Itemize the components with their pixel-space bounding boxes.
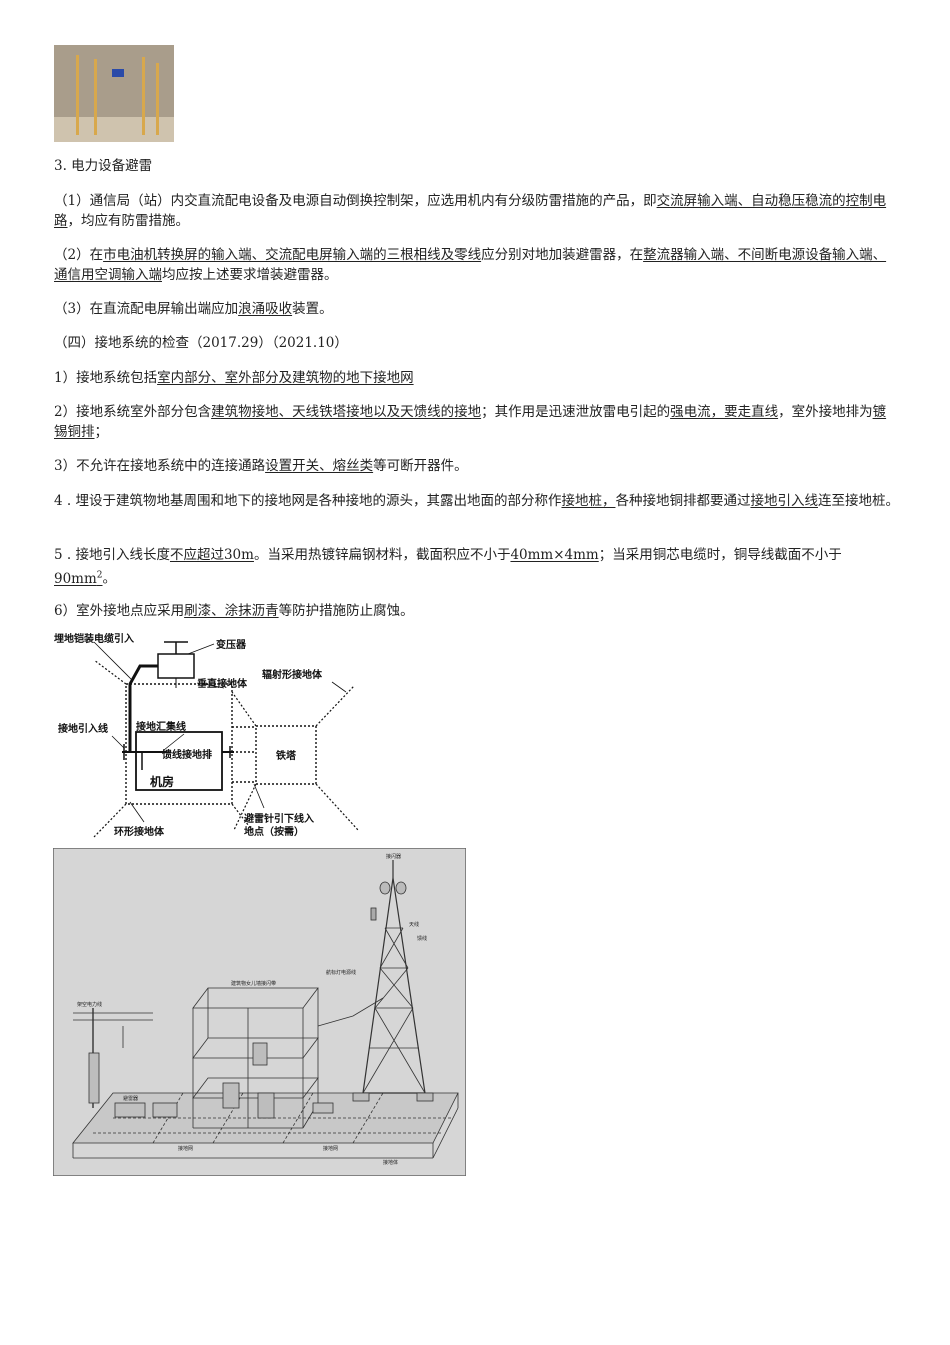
list-item-4: 4 . 埋设于建筑物地基周围和地下的接地网是各种接地的源头，其露出地面的部分称作… xyxy=(54,493,899,509)
label-ground-net-2: 接地网 xyxy=(323,1145,338,1152)
list-item-6: 6）室外接地点应采用刷漆、涂抹沥青等防护措施防止腐蚀。 xyxy=(54,603,414,619)
label-earth-body: 接地体 xyxy=(383,1159,398,1166)
list-item-5: 5 . 接地引入线长度不应超过30m。当采用热镀锌扁钢材料，截面积应不小于40m… xyxy=(54,547,842,587)
list-item-3: 3）不允许在接地系统中的连接通路设置开关、熔丝类等可断开器件。 xyxy=(54,458,468,474)
site-lightning-protection-drawing: 接闪器 天线 馈线 建筑物女儿墙接闪带 航标灯电源线 架空电力线 避雷器 接地网… xyxy=(53,848,466,1176)
list-item-2: 2）接地系统室外部分包含建筑物接地、天线铁塔接地以及天馈线的接地；其作用是迅速泄… xyxy=(54,404,887,440)
label-feeder-bar: 馈线接地排 xyxy=(161,748,212,761)
paragraph-1: （1）通信局（站）内交直流配电设备及电源自动倒换控制架，应选用机内有分级防雷措施… xyxy=(54,193,887,229)
label-ground-net-1: 接地网 xyxy=(178,1145,193,1152)
label-lightning-down-1: 避雷针引下线入 xyxy=(243,812,314,825)
label-feeder: 馈线 xyxy=(417,935,427,942)
label-lightning-down-2: 地点（按需） xyxy=(244,825,304,838)
label-antenna: 天线 xyxy=(409,921,419,928)
label-nav-light: 航标灯电源线 xyxy=(326,969,356,976)
label-lead-in: 接地引入线 xyxy=(58,722,108,735)
tower-box xyxy=(255,725,317,785)
grounding-heading: （四）接地系统的检查（2017.29）（2021.10） xyxy=(54,335,348,351)
label-lightning-rod: 接闪器 xyxy=(386,853,401,860)
label-building-belt: 建筑物女儿墙接闪带 xyxy=(231,980,276,987)
ring-ground-electrode xyxy=(125,683,233,805)
label-arrester: 避雷器 xyxy=(123,1095,138,1102)
paragraph-2: （2）在市电油机转换屏的输入端、交流配电屏输入端的三根相线及零线应分别对地加装避… xyxy=(54,247,887,283)
wall-sign xyxy=(112,69,124,77)
machine-room-box xyxy=(135,731,223,791)
label-vertical-electrode: 垂直接地体 xyxy=(197,677,248,690)
label-tower: 铁塔 xyxy=(276,749,297,762)
label-overhead-line: 架空电力线 xyxy=(77,1001,102,1008)
section-title: 3. 电力设备避雷 xyxy=(54,158,153,174)
transformer-box xyxy=(157,653,195,679)
label-radial-electrode: 辐射形接地体 xyxy=(262,668,323,681)
list-item-1: 1）接地系统包括室内部分、室外部分及建筑物的地下接地网 xyxy=(54,370,414,386)
equipment-room-photo xyxy=(54,45,174,142)
label-buried-cable: 埋地铠装电缆引入 xyxy=(54,632,134,645)
label-ring-electrode: 环形接地体 xyxy=(114,825,165,838)
paragraph-3: （3）在直流配电屏输出端应加浪涌吸收装置。 xyxy=(54,301,333,317)
label-machine-room: 机房 xyxy=(150,774,174,789)
label-transformer: 变压器 xyxy=(216,638,247,651)
grounding-layout-diagram: 埋地铠装电缆引入 变压器 垂直接地体 辐射形接地体 接地引入线 接地汇集线 馈线… xyxy=(54,632,359,838)
label-collector-bus: 接地汇集线 xyxy=(136,720,186,733)
